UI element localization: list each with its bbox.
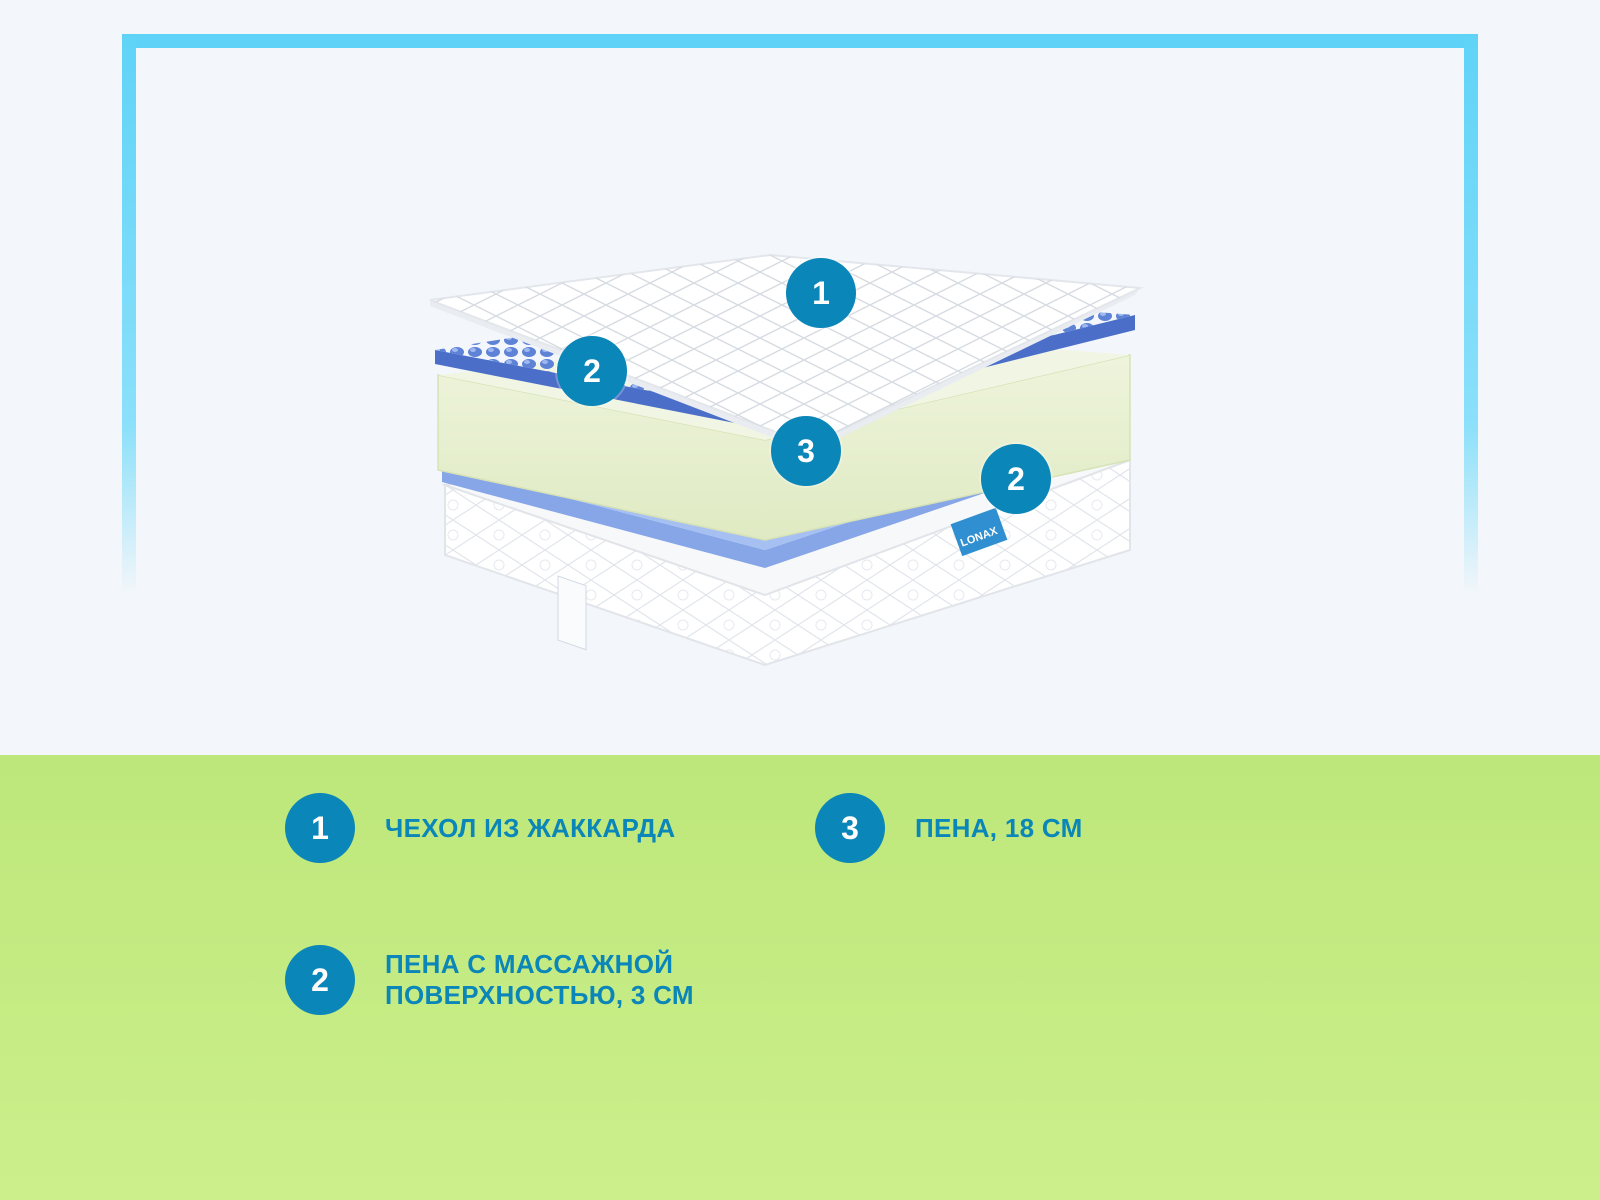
side-tag [557,575,587,651]
frame-left-edge [122,34,136,594]
legend-number-badge: 2 [285,945,355,1015]
marker-massage-foam-bottom: 2 [981,444,1051,514]
mattress-layers-image: LONAX [430,250,1170,690]
mattress-svg: LONAX [430,253,1144,667]
legend-label-multiline: ПЕНА С МАССАЖНОЙ ПОВЕРХНОСТЬЮ, 3 СМ [385,949,694,1011]
product-illustration-area: LONAX 1 2 3 2 [122,34,1478,690]
legend-label-line-2: ПОВЕРХНОСТЬЮ, 3 СМ [385,980,694,1010]
marker-cover: 1 [786,258,856,328]
frame-right-edge [1464,34,1478,594]
legend-label-line-1: ПЕНА С МАССАЖНОЙ [385,949,674,979]
legend-area: 1 ЧЕХОЛ ИЗ ЖАККАРДА 3 ПЕНА, 18 СМ 2 ПЕНА… [0,755,1600,1200]
marker-foam: 3 [771,416,841,486]
legend-label: ЧЕХОЛ ИЗ ЖАККАРДА [385,812,676,843]
frame-top-edge [122,34,1478,48]
legend-item-cover: 1 ЧЕХОЛ ИЗ ЖАККАРДА [285,793,675,863]
marker-massage-foam-top: 2 [557,336,627,406]
legend-label: ПЕНА, 18 СМ [915,812,1083,843]
jacquard-cover-layer [430,253,1144,452]
legend-item-massage-foam: 2 ПЕНА С МАССАЖНОЙ ПОВЕРХНОСТЬЮ, 3 СМ [285,945,694,1015]
legend-number-badge: 3 [815,793,885,863]
legend-item-foam: 3 ПЕНА, 18 СМ [815,793,1083,863]
legend-number-badge: 1 [285,793,355,863]
